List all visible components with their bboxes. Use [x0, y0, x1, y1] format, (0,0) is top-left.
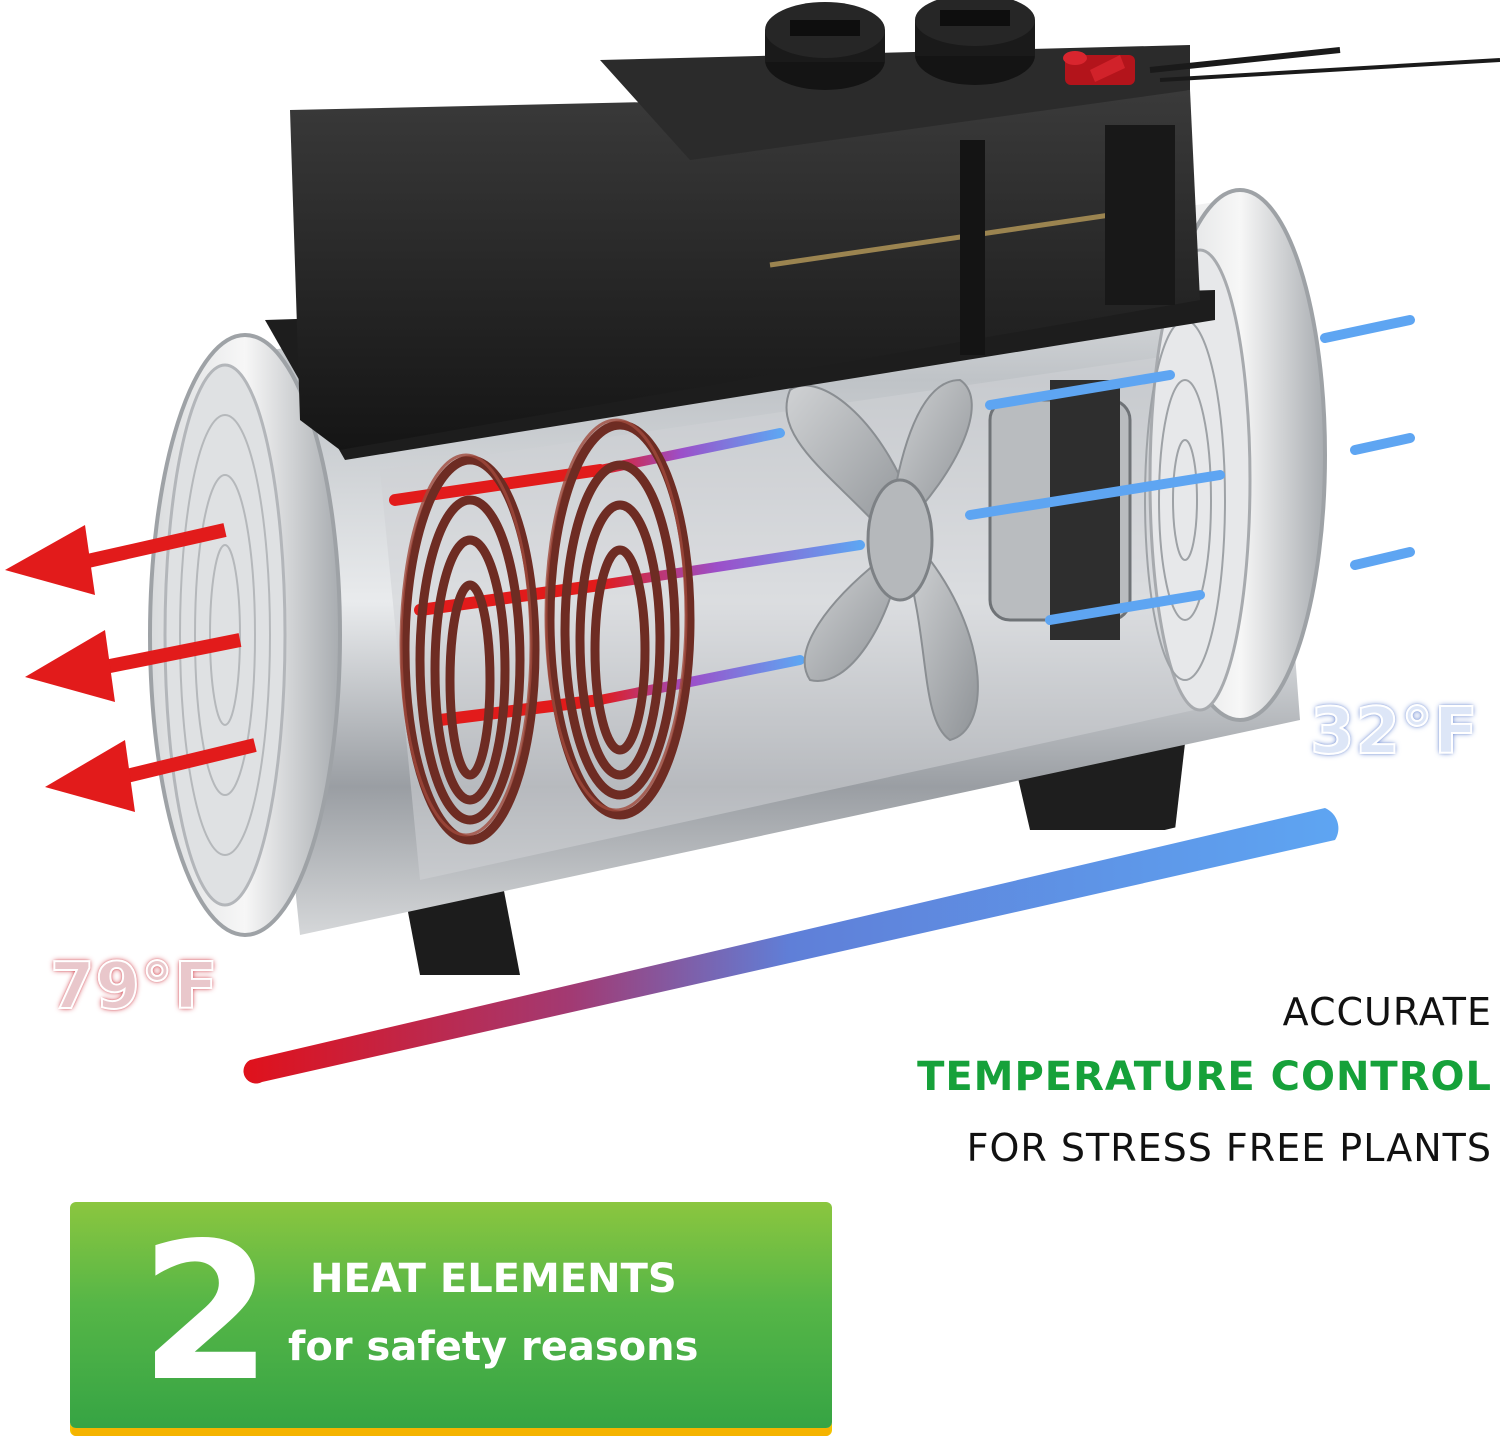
outlet-grille [163, 363, 287, 907]
headline-temperature-control: TEMPERATURE CONTROL [917, 1054, 1492, 1100]
cold-air-lines [1320, 315, 1415, 570]
badge-safety-reasons: for safety reasons [288, 1324, 699, 1370]
thermostat-knob-icon [915, 0, 1035, 85]
thermostat-sensor [769, 212, 1111, 268]
headline-accurate: ACCURATE [1282, 990, 1492, 1034]
temperature-cold-label: 32°F [1309, 694, 1479, 770]
power-switch-icon [1063, 51, 1135, 85]
fan-icon [785, 378, 979, 742]
control-panel-top [600, 45, 1190, 160]
arrow-left-icon [5, 523, 257, 812]
outlet-grille-rings [179, 414, 271, 856]
heating-coil-icon [400, 420, 695, 845]
power-cord [1149, 47, 1341, 73]
temperature-hot-label: 79°F [49, 949, 219, 1025]
sensor-bracket [960, 140, 985, 355]
temperature-gradient-bar [243, 808, 1339, 1084]
heat-elements-badge: 2 HEAT ELEMENTS for safety reasons [70, 1202, 832, 1428]
badge-heat-elements: HEAT ELEMENTS [310, 1256, 677, 1302]
control-knob-icon [765, 2, 885, 90]
cold-air-lines-inner [965, 370, 1225, 625]
headline-stress-free-plants: FOR STRESS FREE PLANTS [966, 1126, 1492, 1170]
badge-number: 2 [140, 1202, 273, 1423]
motor-core [1050, 380, 1120, 640]
